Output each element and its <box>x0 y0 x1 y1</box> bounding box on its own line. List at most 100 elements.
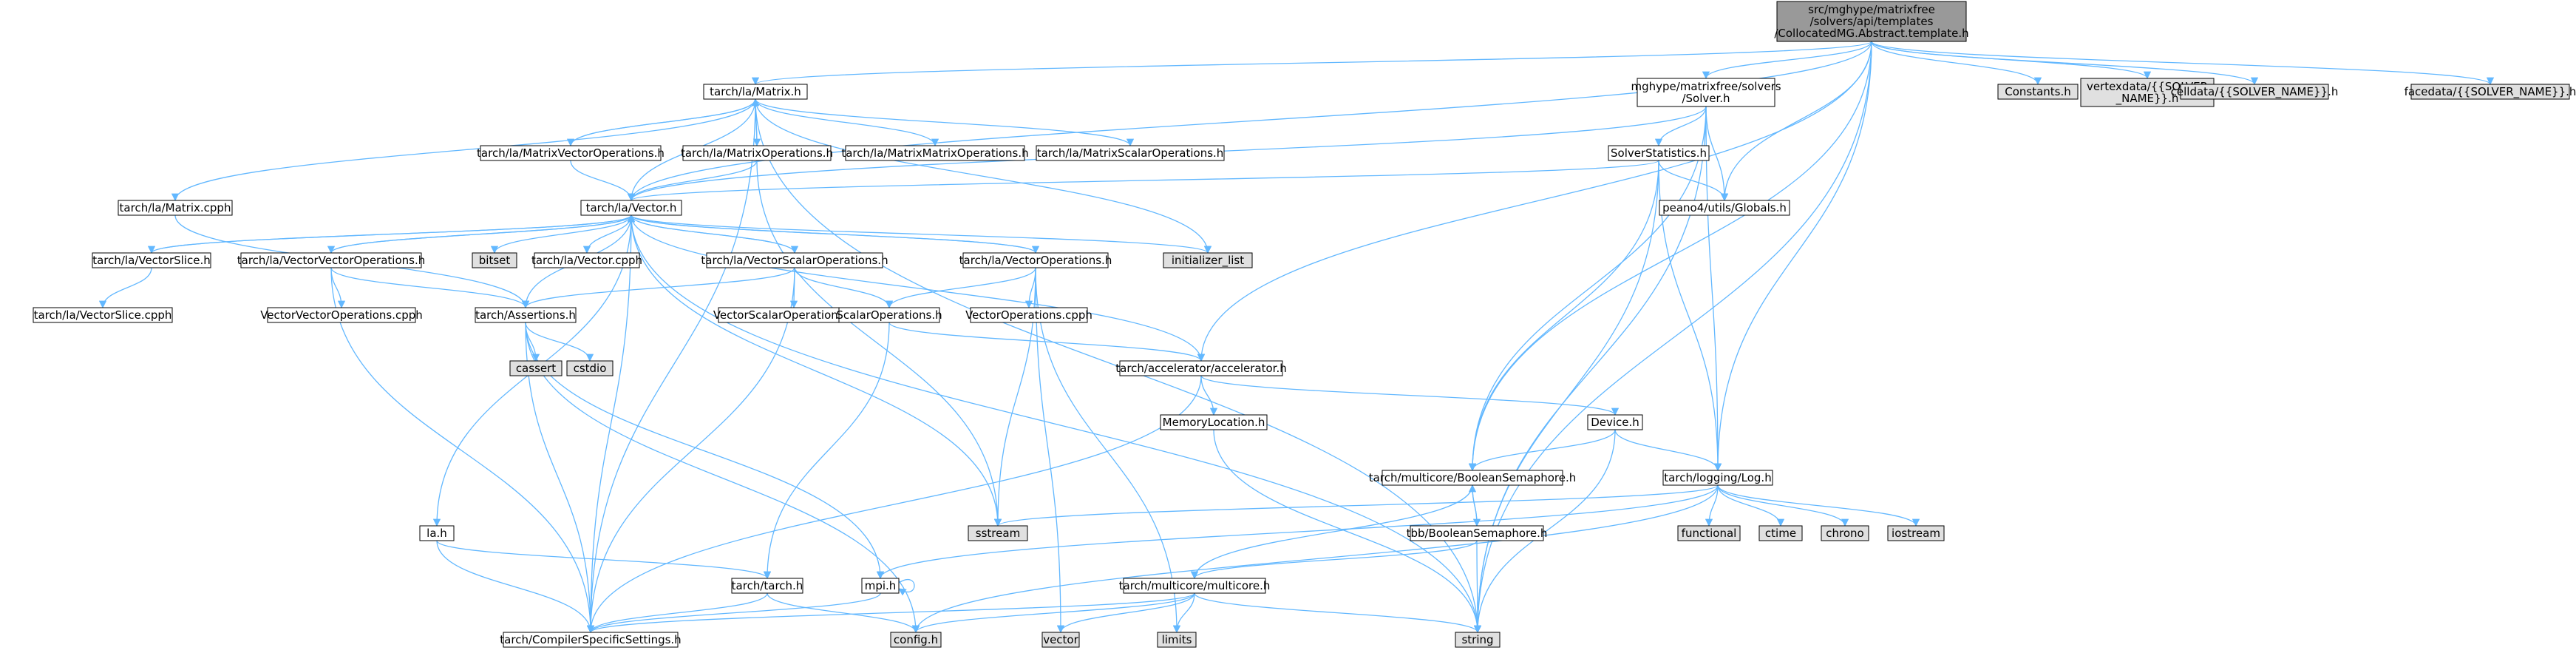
node-vo-cpph[interactable]: VectorOperations.cpph <box>965 307 1092 323</box>
node-vvo-cpph[interactable]: VectorVectorOperations.cpph <box>260 307 423 323</box>
node-cstdio[interactable]: cstdio <box>566 360 614 376</box>
edge-multicore-to-string <box>1194 592 1482 634</box>
edge-accel-to-compiler <box>586 375 1202 634</box>
node-bitset[interactable]: bitset <box>472 252 517 268</box>
node-vector-h[interactable]: tarch/la/Vector.h <box>580 200 682 216</box>
node-cassert[interactable]: cassert <box>509 360 563 376</box>
edge-log-to-config <box>911 484 1719 634</box>
node-init-list[interactable]: initializer_list <box>1163 252 1253 268</box>
node-label: limits <box>1162 633 1192 646</box>
node-memloc[interactable]: MemoryLocation.h <box>1160 414 1268 430</box>
node-multicore[interactable]: tarch/multicore/multicore.h <box>1119 578 1271 594</box>
edge-vo-h-to-limits <box>1035 267 1181 634</box>
edge-solver-h-to-string <box>1473 106 1707 634</box>
node-iostream[interactable]: iostream <box>1887 525 1945 541</box>
node-config[interactable]: config.h <box>890 632 942 648</box>
node-ctime[interactable]: ctime <box>1758 525 1803 541</box>
edge-la-h-to-tarch-h <box>436 540 772 580</box>
node-label: celldata/{{SOLVER_NAME}}.h <box>2171 85 2339 99</box>
edge-root-to-solver-h <box>1702 41 1872 80</box>
node-globals[interactable]: peano4/utils/Globals.h <box>1659 200 1790 216</box>
node-compiler[interactable]: tarch/CompilerSpecificSettings.h <box>500 632 682 648</box>
node-vso-h[interactable]: tarch/la/VectorScalarOperations.h <box>701 252 888 268</box>
node-sstream[interactable]: sstream <box>968 525 1028 541</box>
node-string[interactable]: string <box>1455 632 1501 648</box>
node-vslice-h[interactable]: tarch/la/VectorSlice.h <box>92 252 211 268</box>
node-box <box>580 200 682 216</box>
node-chrono[interactable]: chrono <box>1821 525 1869 541</box>
node-label: tarch/la/VectorVectorOperations.h <box>237 254 425 267</box>
node-label: iostream <box>1892 527 1940 540</box>
node-box <box>731 578 803 594</box>
node-box <box>968 525 1028 541</box>
node-label: tarch/accelerator/accelerator.h <box>1115 362 1286 375</box>
edge-multicore-to-compiler <box>587 592 1195 634</box>
node-device[interactable]: Device.h <box>1587 414 1643 430</box>
edge-vector-h-to-bitset <box>490 214 632 254</box>
node-vvo-h[interactable]: tarch/la/VectorVectorOperations.h <box>237 252 425 268</box>
node-accel[interactable]: tarch/accelerator/accelerator.h <box>1115 360 1287 376</box>
edge-vo-h-to-vector-h <box>628 214 1036 254</box>
node-matrix-cpph[interactable]: tarch/la/Matrix.cpph <box>118 200 233 216</box>
node-box <box>1036 145 1225 161</box>
node-solverstats[interactable]: SolverStatistics.h <box>1608 145 1710 161</box>
edge-mo-to-sstream <box>756 160 1002 527</box>
node-box <box>2410 84 2570 100</box>
node-constants[interactable]: Constants.h <box>1997 84 2079 100</box>
node-mo[interactable]: tarch/la/MatrixOperations.h <box>681 145 833 161</box>
node-vectorstd[interactable]: vector <box>1041 632 1080 648</box>
node-label: tarch/Assertions.h <box>475 308 576 322</box>
node-mso[interactable]: tarch/la/MatrixScalarOperations.h <box>1036 145 1225 161</box>
node-label: tarch/la/MatrixScalarOperations.h <box>1037 146 1224 160</box>
edge-tarch-h-to-config <box>767 592 920 634</box>
node-box <box>1608 145 1710 161</box>
node-tarch-h[interactable]: tarch/tarch.h <box>731 578 803 594</box>
node-vslice-cpph[interactable]: tarch/la/VectorSlice.cpph <box>33 307 173 323</box>
node-label: mpi.h <box>865 579 897 592</box>
node-label: tarch/la/Matrix.cpph <box>120 201 231 214</box>
edge-solver-h-to-log <box>1705 106 1722 472</box>
edge-vector-h-to-accel <box>631 214 1206 362</box>
edge-root-to-matrix-h <box>752 41 1872 86</box>
node-root[interactable]: src/mghype/matrixfree/solvers/api/templa… <box>1774 1 1969 42</box>
node-la-h[interactable]: la.h <box>419 525 455 541</box>
node-vector-cpph[interactable]: tarch/la/Vector.cpph <box>531 252 642 268</box>
node-mpi[interactable]: mpi.h <box>861 578 900 594</box>
node-vso-cpph[interactable]: VectorScalarOperations.cpph <box>713 307 874 323</box>
node-box <box>1659 200 1790 216</box>
node-matrix-h[interactable]: tarch/la/Matrix.h <box>703 84 808 100</box>
edge-memloc-to-string <box>1213 429 1482 634</box>
node-vo-h[interactable]: tarch/la/VectorOperations.h <box>959 252 1112 268</box>
node-assertions[interactable]: tarch/Assertions.h <box>475 307 577 323</box>
node-facedata[interactable]: facedata/{{SOLVER_NAME}}.h <box>2405 84 2576 100</box>
node-box <box>1119 360 1283 376</box>
node-box <box>1587 414 1643 430</box>
node-mmo[interactable]: tarch/la/MatrixMatrixOperations.h <box>841 145 1029 161</box>
node-scalarops[interactable]: ScalarOperations.h <box>836 307 942 323</box>
edge-vso-h-to-compiler <box>586 267 795 634</box>
node-log[interactable]: tarch/logging/Log.h <box>1662 470 1773 486</box>
node-functional[interactable]: functional <box>1677 525 1741 541</box>
node-label: initializer_list <box>1172 254 1244 268</box>
node-label: tarch/la/VectorSlice.cpph <box>34 308 172 322</box>
node-label: string <box>1461 633 1493 646</box>
node-label: /CollocatedMG.Abstract.template.h <box>1774 27 1968 40</box>
node-box <box>118 200 233 216</box>
edge-solverstats-to-boolsem <box>1468 160 1659 472</box>
node-label: VectorVectorOperations.cpph <box>260 308 423 322</box>
node-tbbsem[interactable]: tbb/BooleanSemaphore.h <box>1407 525 1548 541</box>
node-mvo[interactable]: tarch/la/MatrixVectorOperations.h <box>477 145 665 161</box>
node-limits[interactable]: limits <box>1157 632 1197 648</box>
node-box <box>703 84 808 100</box>
node-box <box>566 360 614 376</box>
edge-matrix-h-to-compiler <box>586 98 756 634</box>
node-label: tarch/la/VectorSlice.h <box>92 254 211 267</box>
edge-la-h-to-compiler <box>436 540 595 634</box>
node-solver-h[interactable]: mghype/matrixfree/solvers/Solver.h <box>1631 78 1781 107</box>
node-boolsem[interactable]: tarch/multicore/BooleanSemaphore.h <box>1369 470 1576 486</box>
edge-matrix-h-to-mso <box>755 98 1135 147</box>
node-celldata[interactable]: celldata/{{SOLVER_NAME}}.h <box>2171 84 2339 100</box>
node-label: tarch/la/Vector.h <box>586 201 677 214</box>
node-box <box>962 252 1109 268</box>
node-label: /Solver.h <box>1682 92 1730 105</box>
